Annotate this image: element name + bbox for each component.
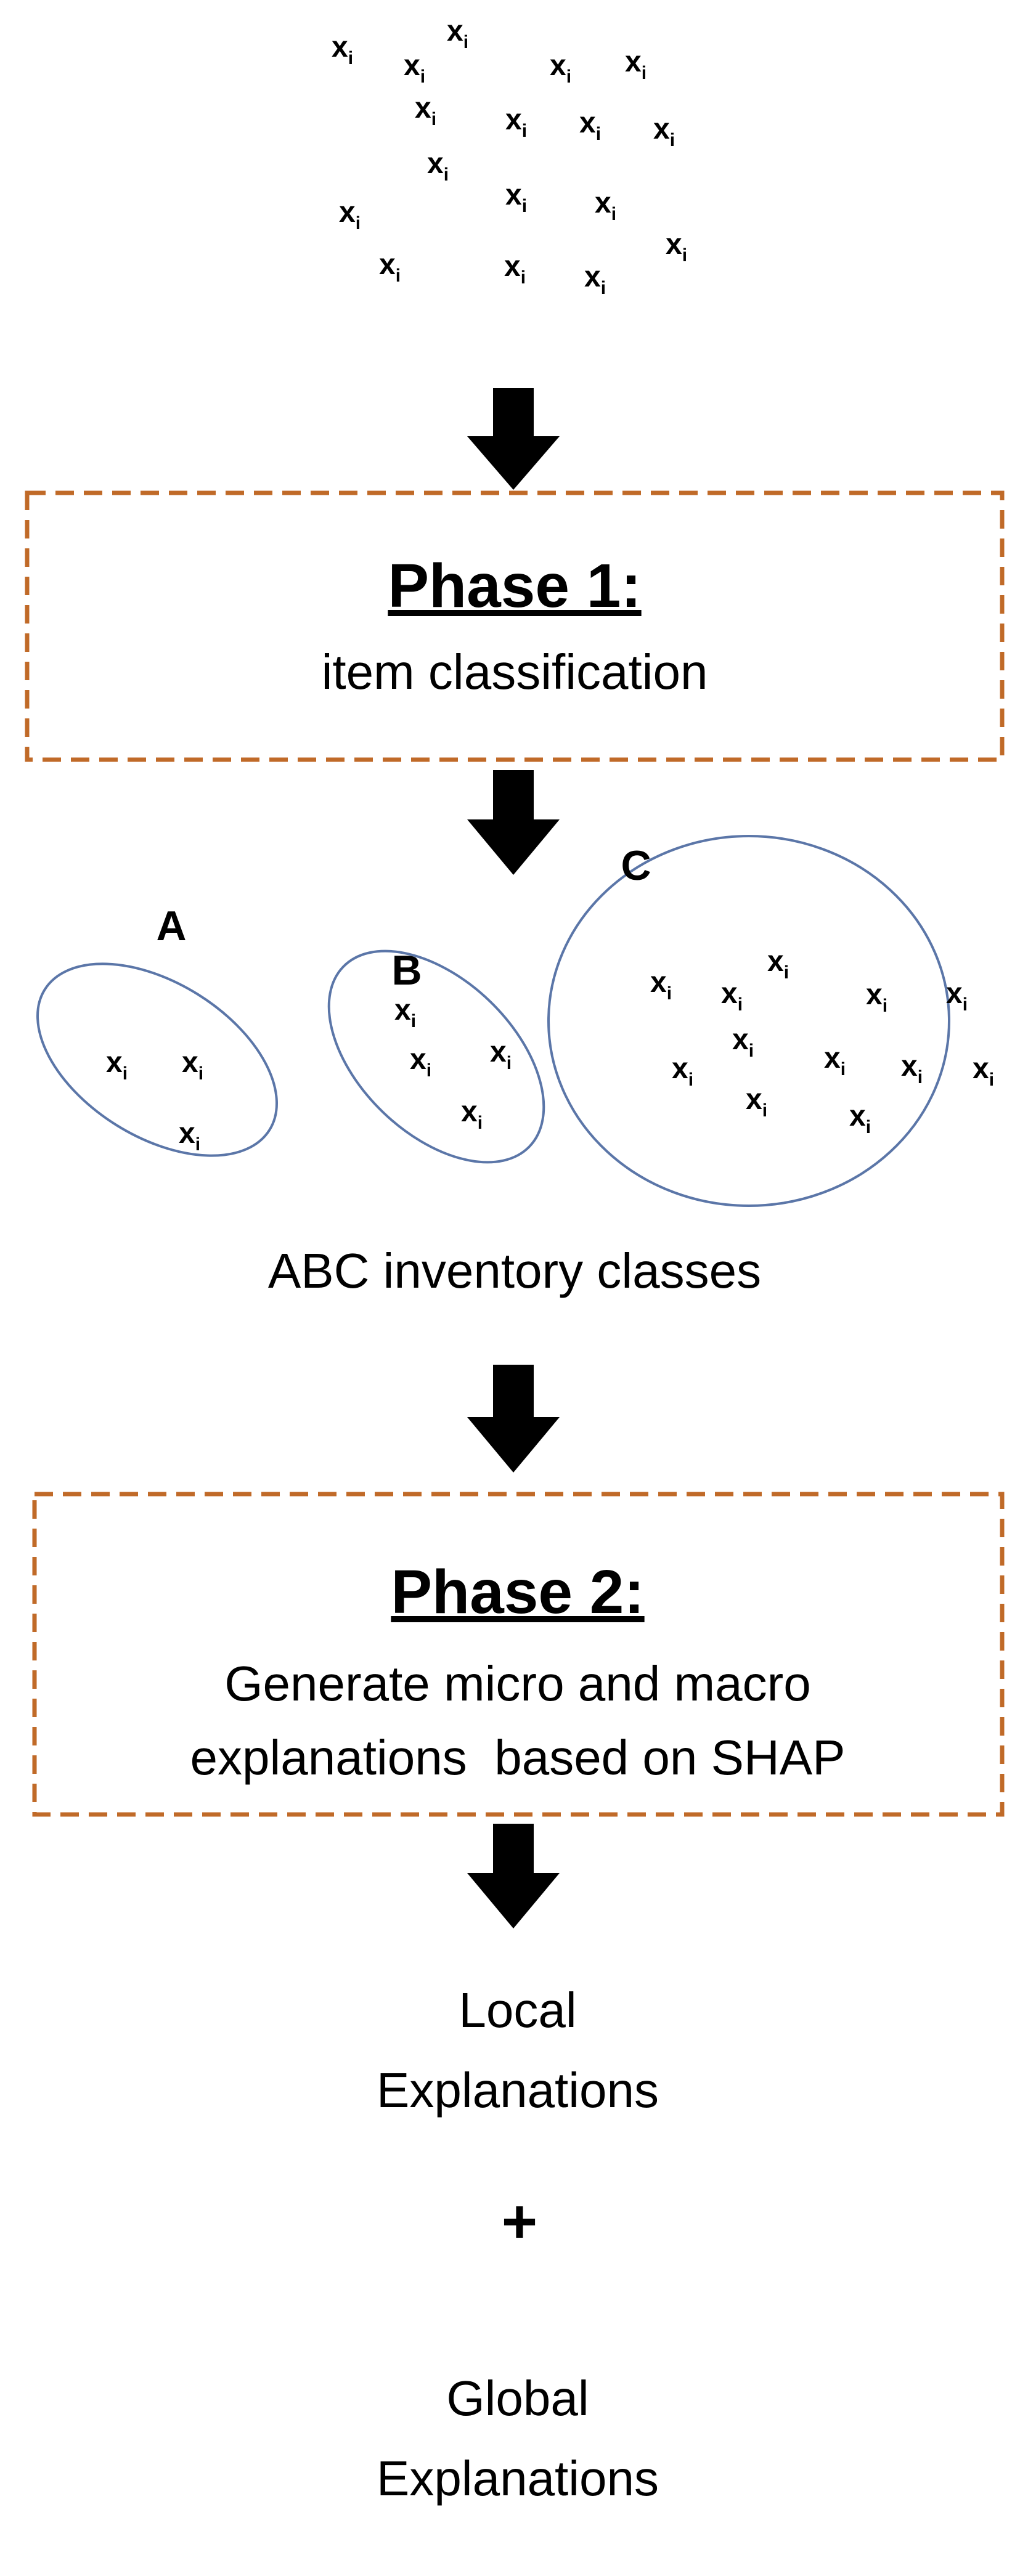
down-arrow-icon [467,388,560,490]
item-subscript: i [682,245,687,266]
item-subscript: i [522,121,527,141]
phase1-description: item classification [322,644,708,699]
item-x-i-symbol: xi [625,46,647,83]
item-subscript: i [463,32,468,52]
phase2-box: Phase 2: Generate micro and macro explan… [32,1492,1005,1817]
item-x-i-symbol: xi [410,1043,431,1081]
item-subscript: i [841,1059,846,1079]
item-subscript: i [883,996,887,1016]
item-subscript: i [963,994,968,1015]
item-x-i-symbol: xi [447,15,468,52]
item-x-i-symbol: xi [550,49,571,87]
item-subscript: i [198,1063,203,1084]
item-subscript: i [431,109,436,129]
item-subscript: i [123,1063,128,1084]
phase1-title: Phase 1: [388,551,641,620]
item-x-i-symbol: xi [595,187,616,224]
local-explanations-line1: Local [459,1983,576,2038]
item-x-i-symbol: xi [746,1083,767,1121]
item-x-i-symbol: xi [732,1023,754,1061]
item-x-i-symbol: xi [394,994,416,1031]
item-x-i-symbol: xi [415,92,436,129]
local-explanations-line2: Explanations [377,2063,659,2118]
item-subscript: i [918,1067,923,1087]
item-subscript: i [688,1070,693,1090]
item-subscript: i [348,48,353,68]
phase2-title: Phase 2: [391,1558,644,1627]
class-a-cluster: A xi xi xi [36,903,278,1157]
global-explanations-line1: Global [446,2371,589,2426]
item-x-i-symbol: xi [849,1100,871,1137]
item-subscript: i [989,1070,994,1090]
item-x-i-symbol: xi [404,49,425,87]
phase2-description-line1: Generate micro and macro [224,1656,811,1711]
item-x-i-symbol: xi [179,1117,200,1155]
item-x-i-symbol: xi [490,1036,512,1073]
item-subscript: i [411,1011,416,1031]
item-x-i-symbol: xi [379,248,401,286]
item-subscript: i [426,1060,431,1081]
item-x-i-symbol: xi [866,978,887,1016]
down-arrow-icon [467,1824,560,1928]
item-subscript: i [749,1041,754,1061]
item-subscript: i [762,1100,767,1121]
item-subscript: i [670,130,675,150]
item-subscript: i [522,196,527,216]
item-subscript: i [596,124,601,144]
item-subscript: i [396,266,401,286]
global-explanations-line2: Explanations [377,2451,659,2506]
item-x-i-symbol: xi [767,945,789,983]
item-subscript: i [507,1053,512,1073]
item-subscript: i [866,1117,871,1137]
class-a-label: A [156,903,186,949]
item-x-i-symbol: xi [505,104,527,141]
item-x-i-symbol: xi [721,977,743,1015]
item-x-i-symbol: xi [901,1050,923,1087]
class-c-label: C [621,842,651,889]
item-x-i-symbol: xi [461,1095,483,1133]
item-x-i-symbol: xi [653,113,675,150]
item-x-i-symbol: xi [584,261,606,298]
item-subscript: i [195,1134,200,1155]
item-x-i-symbol: xi [973,1052,994,1090]
item-x-i-symbol: xi [824,1042,846,1079]
item-x-i-symbol: xi [505,179,527,216]
item-subscript: i [356,213,361,234]
phase1-box: Phase 1: item classification [25,490,1005,762]
item-subscript: i [566,67,571,87]
item-x-i-symbol: xi [672,1052,693,1090]
item-x-i-symbol: xi [650,966,672,1004]
item-subscript: i [611,204,616,224]
item-subscript: i [738,994,743,1015]
down-arrow-icon [467,1365,560,1473]
down-arrow-icon [467,770,560,875]
phase2-description-line2: explanations based on SHAP [190,1730,846,1785]
item-x-i-symbol: xi [579,107,601,144]
item-subscript: i [667,983,672,1004]
item-x-i-symbol: xi [339,196,361,234]
item-subscript: i [784,962,789,983]
item-subscript: i [478,1113,483,1133]
item-subscript: i [642,63,647,83]
class-a-items: xi xi xi [106,1046,203,1155]
item-subscript: i [601,278,606,298]
item-subscript: i [420,67,425,87]
item-x-i-symbol: xi [427,147,449,185]
item-x-i-symbol: xi [946,977,968,1015]
item-x-i-symbol: xi [504,250,526,288]
class-b-label: B [391,947,422,994]
classes-caption: ABC inventory classes [268,1243,761,1298]
item-subscript: i [444,165,449,185]
plus-sign: + [502,2187,537,2256]
item-x-i-symbol: xi [332,31,353,68]
item-subscript: i [521,267,526,288]
item-x-i-symbol: xi [106,1046,128,1084]
item-x-i-symbol: xi [182,1046,203,1084]
item-x-i-symbol: xi [666,228,687,266]
